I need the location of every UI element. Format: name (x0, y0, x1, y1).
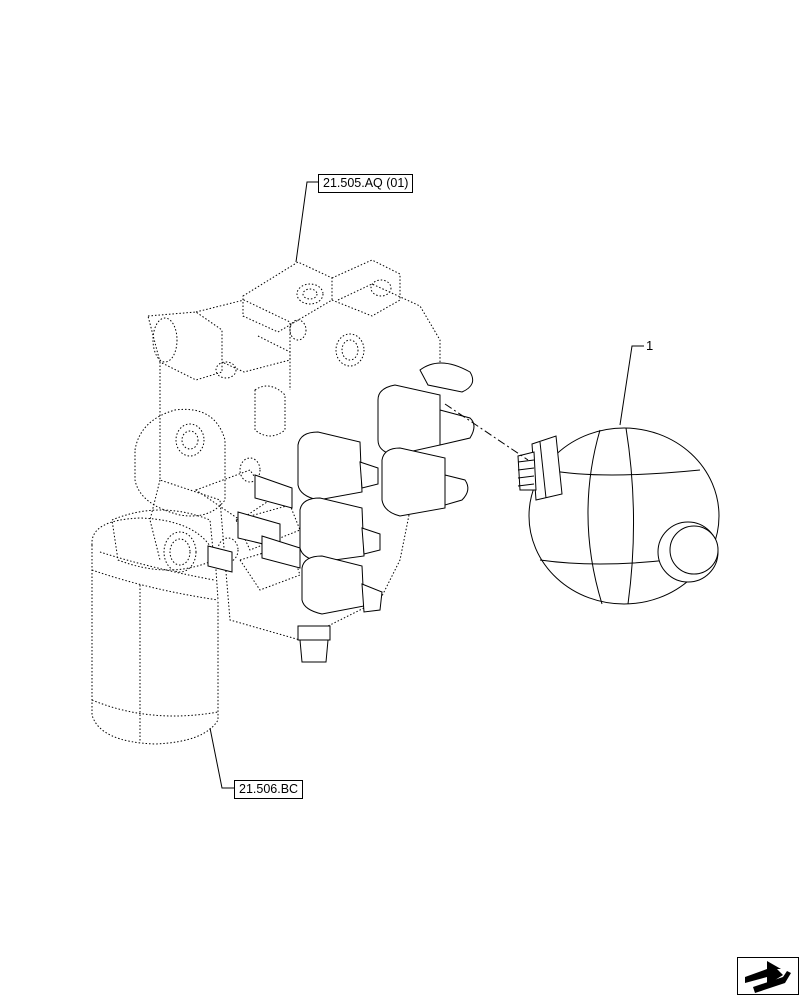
leader-line-top (295, 181, 318, 263)
accumulator (517, 427, 720, 605)
solenoid-valves (207, 362, 475, 663)
leader-line-bottom (209, 727, 234, 789)
reference-box-bottom[interactable]: 21.506.BC (234, 780, 304, 799)
reference-box-top[interactable]: 21.505.AQ (01) (318, 174, 414, 193)
filter-canister (91, 517, 219, 745)
leader-line-item1 (619, 345, 644, 426)
callout-item-1: 1 (646, 338, 654, 353)
assembly-centerline (444, 403, 529, 461)
page-return-arrow-icon[interactable] (737, 957, 799, 995)
